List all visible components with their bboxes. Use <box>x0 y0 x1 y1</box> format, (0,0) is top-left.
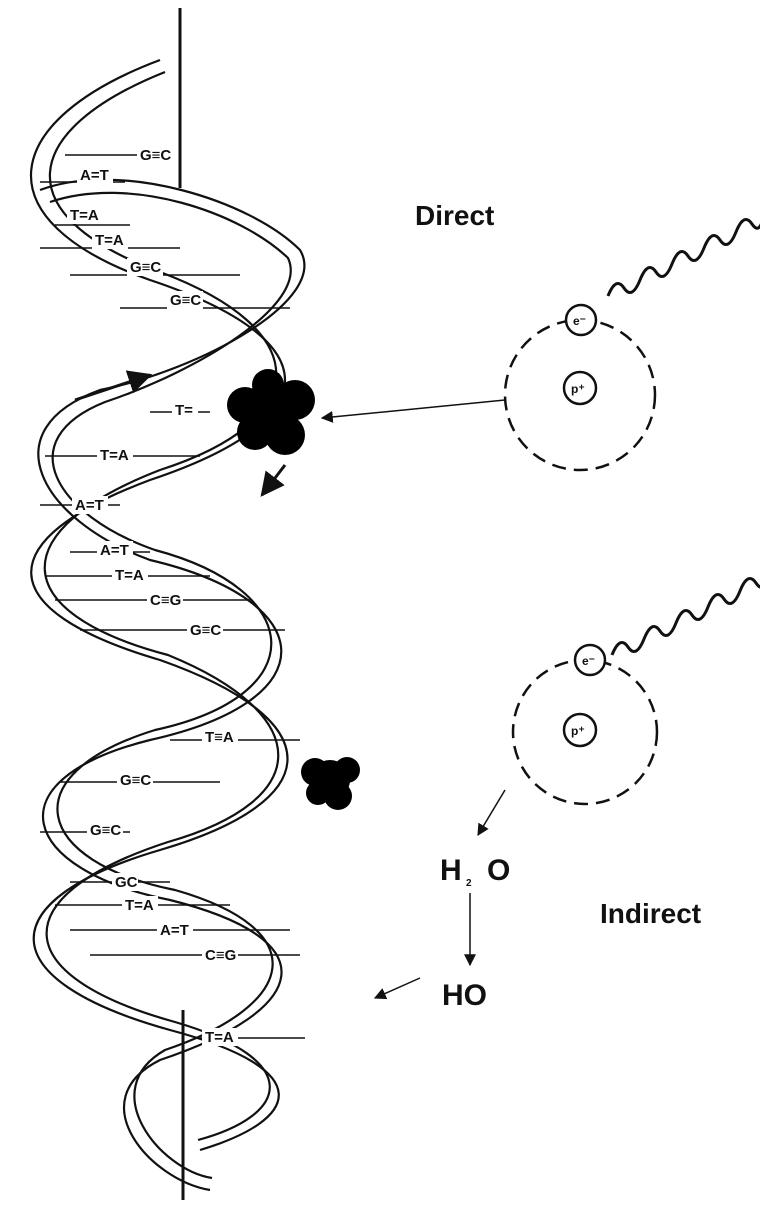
hydroxyl-label: HO <box>442 979 487 1012</box>
electron-direct-label: e⁻ <box>573 314 586 328</box>
proton-indirect-label: p⁺ <box>571 724 585 738</box>
water-o-label: O <box>487 854 510 887</box>
radiation-wave-direct <box>608 214 760 296</box>
base-pair-label: A=T <box>80 167 109 184</box>
radiation-wave-indirect <box>612 573 760 655</box>
water-h-label: H <box>440 854 462 887</box>
base-pair-label: C≡G <box>150 592 181 609</box>
indirect-label: Indirect <box>600 898 701 929</box>
base-pair-label: G≡C <box>140 147 171 164</box>
indirect-atom: e⁻ p⁺ <box>513 645 657 804</box>
base-pair-label: G≡C <box>120 772 151 789</box>
indirect-damage-site <box>301 757 360 810</box>
base-pair-label: T=A <box>115 567 144 584</box>
electron-indirect-label: e⁻ <box>582 654 595 668</box>
strand-direction-arrow-up <box>75 375 150 400</box>
direct-label: Direct <box>415 200 494 231</box>
base-pair-label: T≡A <box>205 729 234 746</box>
base-pair-label: A=T <box>75 497 104 514</box>
base-pair-label: C≡G <box>205 947 236 964</box>
hydroxyl-arrow <box>375 978 420 998</box>
water-subscript: 2 <box>466 878 472 889</box>
direct-damage-site <box>227 369 315 455</box>
base-pair-label: G≡C <box>170 292 201 309</box>
strand-direction-arrow-down <box>262 465 285 495</box>
base-pair-label: G≡C <box>190 622 221 639</box>
direct-atom: e⁻ p⁺ <box>505 305 655 470</box>
base-pair-label: G≡C <box>130 259 161 276</box>
dna-helix <box>31 60 304 1190</box>
base-pair-label: T=A <box>205 1029 234 1046</box>
base-pair-label: A=T <box>100 542 129 559</box>
atom-to-water-arrow <box>478 790 505 835</box>
base-pair-label: T=A <box>95 232 124 249</box>
base-pair-label: G≡C <box>90 822 121 839</box>
base-pair-label: A=T <box>160 922 189 939</box>
base-pair-label: T=A <box>125 897 154 914</box>
base-pair-label: T=A <box>70 207 99 224</box>
base-pair-label: T= <box>175 402 193 419</box>
base-pair-label: GC <box>115 874 138 891</box>
direct-arrow <box>322 400 505 418</box>
proton-direct-label: p⁺ <box>571 382 585 396</box>
base-pair-label: T=A <box>100 447 129 464</box>
